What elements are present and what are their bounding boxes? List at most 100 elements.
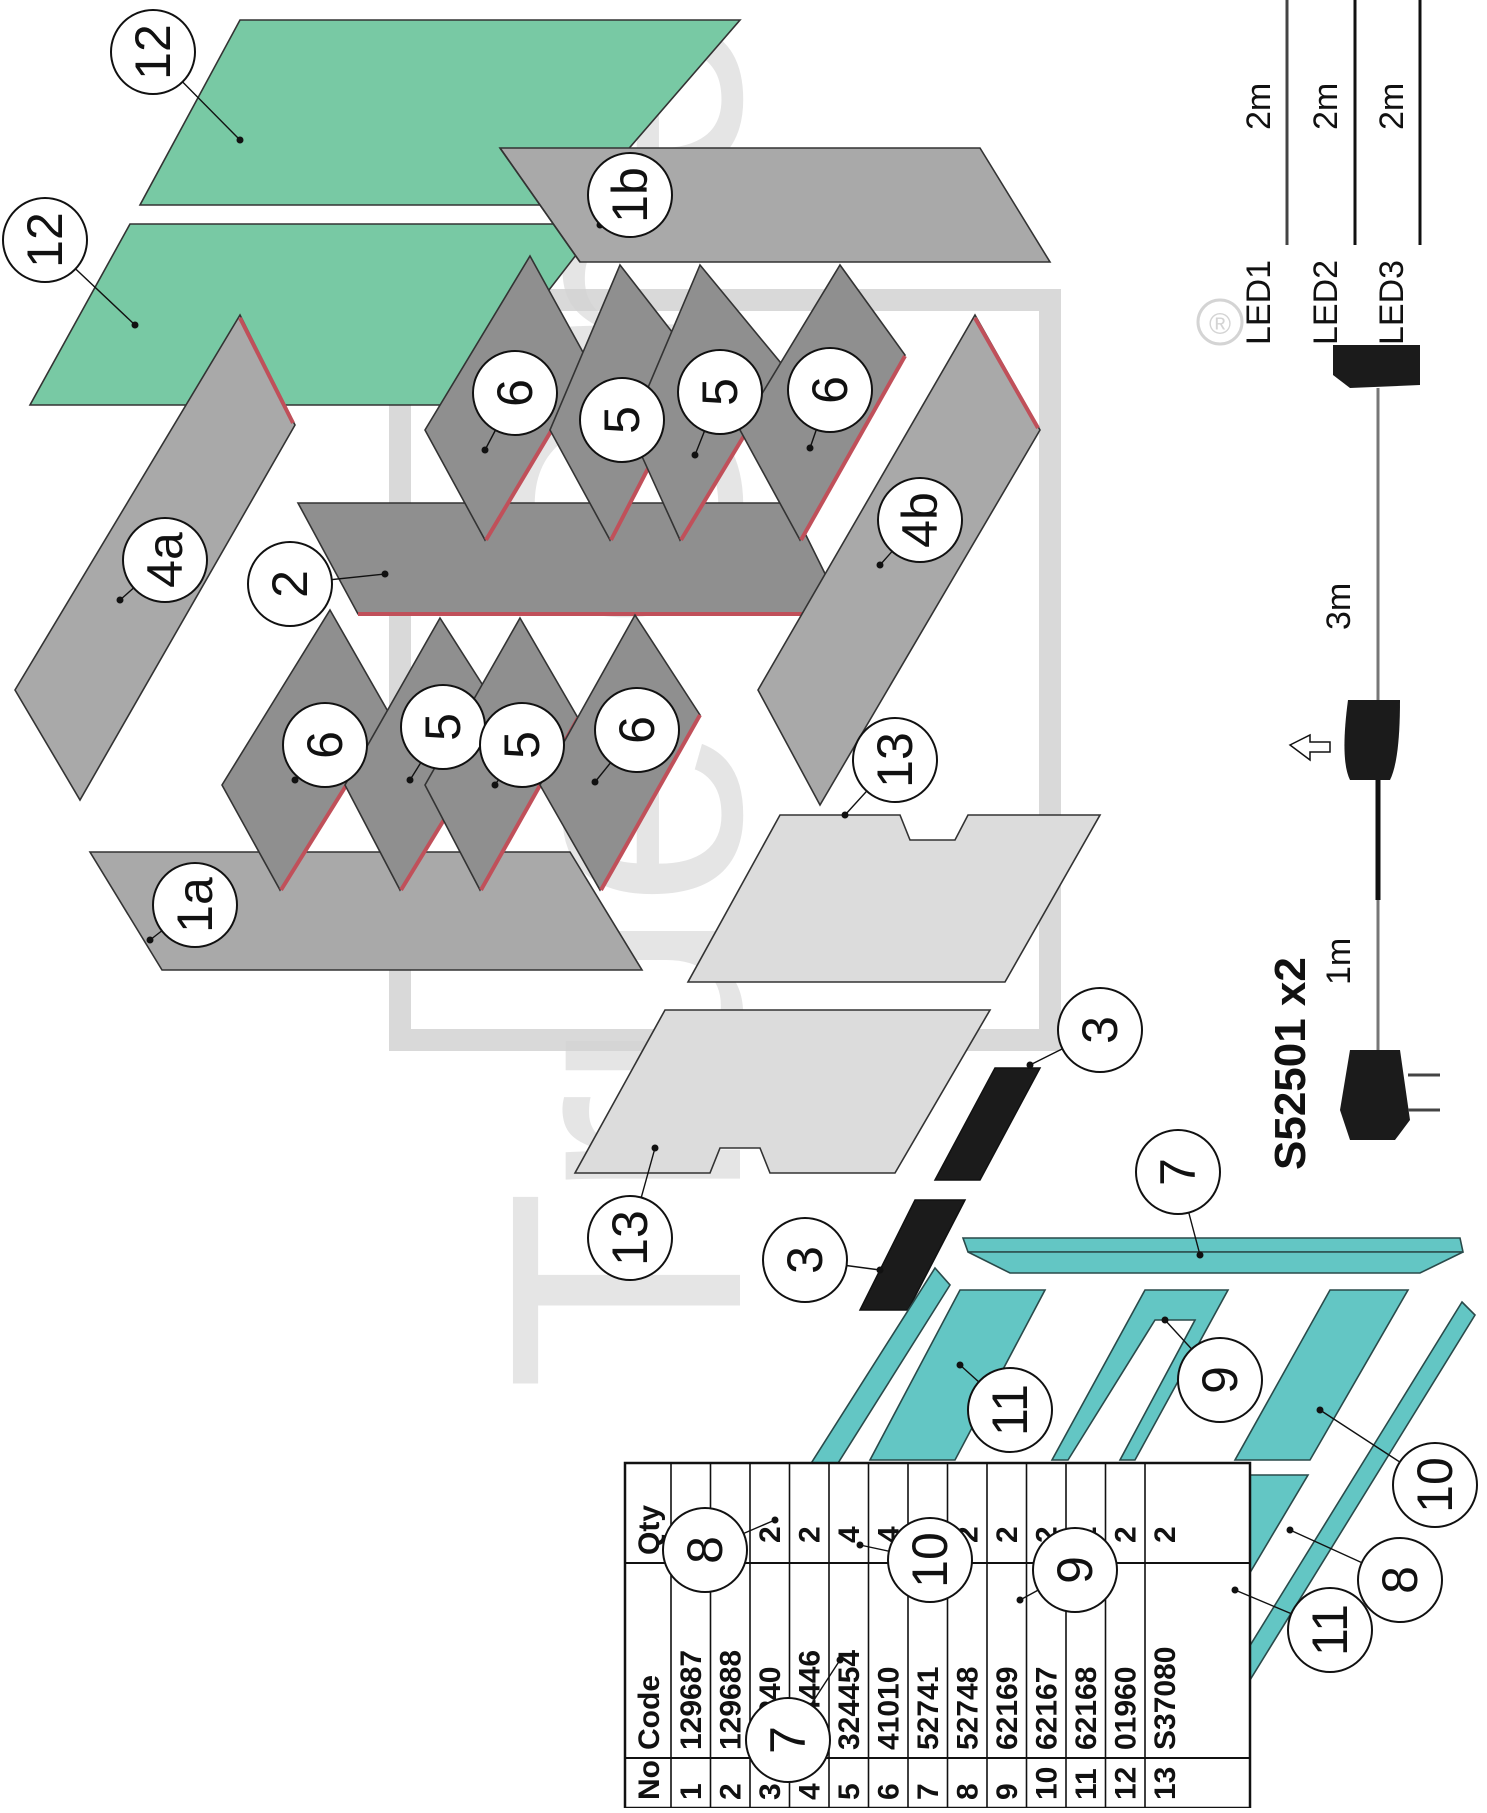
cable-length-1m: 1m [1320, 938, 1358, 985]
callout-11: 11 [1231, 1586, 1373, 1673]
callout-circle [110, 9, 196, 95]
callout-anchor-dot [1016, 1596, 1024, 1604]
callout-label: 9 [1192, 1366, 1248, 1394]
table-cell-code: 01960 [1110, 1667, 1143, 1750]
callout-8: 8 [1286, 1526, 1443, 1623]
table-cell-code: 129688 [715, 1650, 748, 1750]
callout-anchor-dot [836, 1656, 844, 1664]
callout-circle [2, 197, 88, 283]
callout-label: 11 [1302, 1604, 1358, 1656]
registered-mark: ® [1209, 308, 1231, 341]
callout-anchor-dot [406, 776, 414, 784]
callout-label: 5 [692, 378, 748, 406]
callout-circle [1057, 987, 1143, 1073]
callout-anchor-dot [236, 136, 244, 144]
callout-anchor-dot [1316, 1406, 1324, 1414]
callout-label: 5 [594, 406, 650, 434]
callout-circle [594, 687, 680, 773]
black-panel-3-upper [933, 1067, 1042, 1181]
callout-anchor-dot [481, 446, 489, 454]
table-cell-code: 324454 [833, 1650, 866, 1750]
callout-circle [887, 1517, 973, 1603]
black-panel-3-lower [858, 1199, 967, 1311]
table-cell-no: 8 [952, 1783, 985, 1800]
table-cell-qty: 2 [1110, 1526, 1143, 1543]
callout-circle [152, 862, 238, 948]
callout-anchor-dot [856, 1541, 864, 1549]
table-header-code: Code [633, 1675, 666, 1750]
table-header-qty: Qty [633, 1505, 666, 1555]
table-header-no: No [633, 1760, 666, 1800]
callout-label: 7 [760, 1726, 816, 1754]
callout-4a: 4a [116, 517, 208, 604]
led2-label: LED2 [1307, 260, 1345, 345]
callout-label: 12 [17, 212, 73, 268]
callout-anchor-dot [691, 451, 699, 459]
callout-label: 10 [902, 1532, 958, 1588]
callout-3: 3 [1026, 987, 1143, 1073]
callout-circle [472, 350, 558, 436]
callout-label: 5 [494, 731, 550, 759]
callout-anchor-dot [1286, 1526, 1294, 1534]
callout-label: 6 [487, 379, 543, 407]
callout-3: 3 [762, 1217, 884, 1303]
callout-anchor-dot [1231, 1586, 1239, 1594]
led2-lead-length: 2m [1307, 83, 1345, 130]
table-cell-qty: 2 [794, 1526, 827, 1543]
table-cell-no: 9 [991, 1783, 1024, 1800]
table-cell-qty: 2 [1149, 1526, 1182, 1543]
callout-10: 10 [856, 1517, 973, 1603]
callout-label: 2 [262, 570, 318, 598]
callout-anchor-dot [841, 811, 849, 819]
callout-circle [1177, 1337, 1263, 1423]
callout-12: 12 [110, 9, 244, 144]
callout-label: 3 [777, 1246, 833, 1274]
callout-label: 1a [167, 877, 223, 933]
callout-label: 5 [415, 713, 471, 741]
led-kit [1285, 0, 1440, 1140]
callout-anchor-dot [146, 936, 154, 944]
callout-label: 7 [1150, 1158, 1206, 1186]
callout-circle [662, 1507, 748, 1593]
callout-circle [852, 717, 938, 803]
callout-circle [587, 1195, 673, 1281]
callout-circle [1135, 1129, 1221, 1215]
callout-5: 5 [400, 684, 486, 784]
callout-label: 13 [867, 732, 923, 788]
table-cell-qty: 2 [754, 1526, 787, 1543]
callout-anchor-dot [771, 1516, 779, 1524]
callout-circle [967, 1367, 1053, 1453]
table-cell-no: 10 [1031, 1767, 1064, 1800]
light-panel-13-lower [573, 1009, 992, 1174]
callout-anchor-dot [591, 778, 599, 786]
callout-7: 7 [1135, 1129, 1221, 1259]
callout-circle [1032, 1527, 1118, 1613]
callout-1a: 1a [146, 862, 238, 948]
callout-1b: 1b [587, 152, 673, 238]
light-panel-13-upper [686, 814, 1102, 983]
callout-anchor-dot [1161, 1316, 1169, 1324]
panel-4b [757, 313, 1041, 807]
table-cell-qty: 4 [833, 1526, 866, 1543]
table-cell-code: 52741 [912, 1667, 945, 1750]
callout-anchor-dot [651, 1144, 659, 1152]
table-cell-code: 41010 [873, 1667, 906, 1750]
callout-anchor-dot [381, 570, 389, 578]
callout-circle [479, 702, 565, 788]
table-cell-no: 3 [754, 1783, 787, 1800]
panel-1b [498, 147, 1052, 263]
table-cell-no: 4 [794, 1783, 827, 1800]
callout-circle [122, 517, 208, 603]
callout-6: 6 [591, 687, 680, 786]
callout-4b: 4b [876, 477, 963, 569]
callout-circle [1392, 1442, 1478, 1528]
callout-label: 4b [892, 492, 948, 548]
callout-circle [587, 152, 673, 238]
callout-9: 9 [1016, 1527, 1118, 1613]
table-cell-code: 52748 [952, 1667, 985, 1750]
callout-anchor-dot [876, 1266, 884, 1274]
cable-length-3m: 3m [1320, 583, 1358, 630]
callout-anchor-dot [1026, 1061, 1034, 1069]
